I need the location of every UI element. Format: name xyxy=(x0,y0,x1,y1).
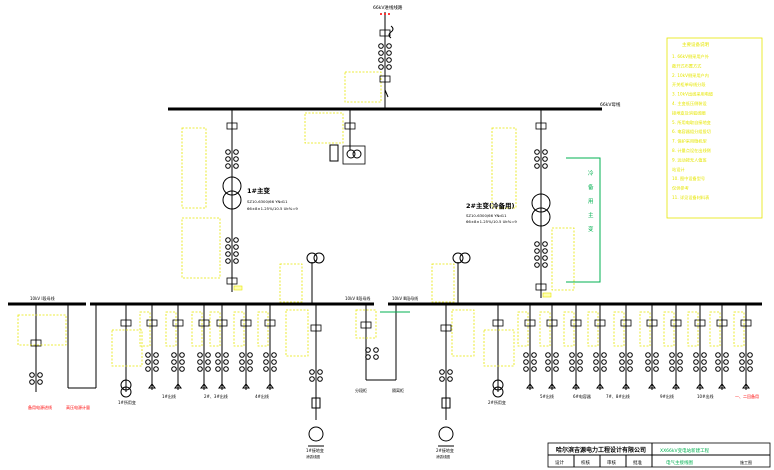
red-label-1: 备用电源进线 xyxy=(28,404,52,410)
feed-b-label: 2#、3#出线 xyxy=(204,393,228,399)
feeder-bay xyxy=(733,304,753,390)
red-label-3: 一、二回备用 xyxy=(735,393,759,399)
title-project: XX66kV变电站新建工程 xyxy=(660,447,710,454)
ct-stack-t2-lv xyxy=(534,241,548,268)
notes-line: 11. 详见设备材料表 xyxy=(672,194,710,201)
t2-model: SZ10-6300/66 YNd11 xyxy=(466,213,507,218)
grounding-1-label: 1#接地变 xyxy=(306,447,324,453)
feeder-bay xyxy=(209,304,229,390)
riser-label: 隔离柜 xyxy=(392,387,404,393)
grounding-bay-1: 1#接地变 消弧线圈 xyxy=(279,252,325,459)
t1-model: SZ10-6300/66 YNd11 xyxy=(247,199,288,204)
left-incoming-bay xyxy=(17,304,97,392)
notes-line: 8. 计量点设在出线侧 xyxy=(672,147,711,154)
standby-note: 冷备用主变 xyxy=(588,169,594,233)
title-drawing-no: 施工图 xyxy=(740,459,752,465)
lv-bus-left-label: 10kV Ⅰ段母线 xyxy=(30,295,55,301)
t1-title: 1#主变 xyxy=(247,186,270,195)
ct-stack-source xyxy=(378,43,392,70)
hv-bus-label: 66kV母线 xyxy=(600,101,621,108)
feed-f-label: 7#、8#出线 xyxy=(606,393,630,399)
bus-coupler-bay: 分段柜 隔离柜 xyxy=(355,304,410,393)
feeder-bay xyxy=(517,304,537,390)
ct-stack-t2 xyxy=(534,149,548,169)
notes-list: 1. 66kV侧采用户外 敞开式布置方式 2. 10kV侧采用户内 开关柜单母线分… xyxy=(672,53,714,201)
feed-g-label: 9#出线 xyxy=(660,393,674,399)
station-service-left: 1#所用变 xyxy=(111,304,143,405)
hv-bus: 66kV母线 xyxy=(168,101,621,111)
title-block: 哈尔滨吉源电力工程设计有限公司 XX66kV变电站新建工程 电气主接线图 设计 … xyxy=(547,442,771,468)
notes-line: 敞开式布置方式 xyxy=(672,62,702,69)
feeder-bay xyxy=(563,304,583,390)
feeder-bay xyxy=(687,304,707,390)
title-drawing: 电气主接线图 xyxy=(666,459,693,466)
notes-line: 6. 电容器组分组投切 xyxy=(672,128,711,135)
feeder-bay xyxy=(613,304,633,390)
feeder-bay xyxy=(257,304,277,390)
feeder-bay xyxy=(639,304,659,390)
feeder-bay xyxy=(587,304,607,390)
title-row2-1: 校核 xyxy=(581,459,590,466)
t2-ratio: 66±8×1.25%/10.5 Uk%=9 xyxy=(466,219,517,224)
title-row2-3: 批准 xyxy=(633,459,642,466)
transformer-2-bay: 2#主变(冷备用) SZ10-6300/66 YNd11 66±8×1.25%/… xyxy=(466,109,575,298)
feed-d-label: 5#出线 xyxy=(540,393,554,399)
lv-buses: 10kV Ⅰ段母线 10kV Ⅱ段母线 10kV Ⅲ段母线 xyxy=(8,295,762,306)
feeder-bay xyxy=(139,304,159,390)
feeder-bay xyxy=(539,304,559,390)
notes-line: 7. 保护采用微机型 xyxy=(672,138,707,145)
source-label: 66kV进线线路 xyxy=(373,4,403,11)
t2-title: 2#主变(冷备用) xyxy=(466,201,514,210)
feeder-bay xyxy=(191,304,211,390)
notes-line: 接地变及消弧线圈 xyxy=(672,109,706,116)
notes-line: 开关柜单母线分段 xyxy=(672,81,706,88)
transformer-1-bay: 1#主变 SZ10-6300/66 YNd11 66±8×1.25%/10.5 … xyxy=(181,109,298,292)
notes-line: 站设计 xyxy=(672,166,685,173)
feeder-bay xyxy=(709,304,729,390)
notes-line: 3. 10kV出线采用电缆 xyxy=(672,91,714,98)
grounding-2-label: 2#接地变 xyxy=(436,447,454,453)
lv-bus-mid-label: 10kV Ⅱ段母线 xyxy=(345,295,370,301)
feeder-bay xyxy=(233,304,253,390)
notes-line: 10. 图中设备型号 xyxy=(672,175,705,182)
left-pt-label: 1#所用变 xyxy=(118,399,136,405)
hv-incoming-feeder: 66kV进线线路 xyxy=(344,4,403,108)
feed-c-label: 4#出线 xyxy=(255,393,269,399)
title-row2-2: 审核 xyxy=(607,459,616,466)
red-label-2: 高压电源计量 xyxy=(66,404,90,410)
station-service-right: 2#所用变 xyxy=(483,304,515,405)
feed-e-label: 6#电容器 xyxy=(573,393,591,399)
grounding-bay-2: 2#接地变 消弧线圈 xyxy=(431,252,475,459)
notes-line: 5. 所用电取自接地变 xyxy=(672,119,711,126)
title-row2-0: 设计 xyxy=(555,459,564,466)
feed-h-label: 10#出线 xyxy=(697,393,713,399)
feeder-bay xyxy=(663,304,683,390)
feeder-bay xyxy=(165,304,185,390)
notes-line: 9. 远动按无人值班 xyxy=(672,156,707,163)
grounding-2-sub: 消弧线圈 xyxy=(436,454,450,459)
lv-bus-right-label: 10kV Ⅲ段母线 xyxy=(392,295,418,301)
coupler-label: 分段柜 xyxy=(355,387,367,393)
notes-line: 4. 主变低压侧装设 xyxy=(672,100,707,107)
lv-feeders xyxy=(139,304,753,390)
notes-line: 2. 10kV侧采用户内 xyxy=(672,72,709,79)
right-pt-label: 2#所用变 xyxy=(488,399,506,405)
notes-heading: 主要设备说明 xyxy=(682,41,709,48)
standby-bracket: 冷备用主变 xyxy=(566,157,601,283)
notes-line: 1. 66kV侧采用户外 xyxy=(672,53,710,60)
t1-ratio: 66±8×1.25%/10.5 Uk%=9 xyxy=(247,206,298,211)
notes-box: 主要设备说明 1. 66kV侧采用户外 敞开式布置方式 2. 10kV侧采用户内 … xyxy=(666,37,763,219)
hv-pt-bay xyxy=(304,109,366,165)
feed-a-label: 1#出线 xyxy=(162,393,176,399)
grounding-1-sub: 消弧线圈 xyxy=(306,454,320,459)
ct-stack-t1-lv xyxy=(225,237,239,264)
ct-stack-t1 xyxy=(225,149,239,169)
notes-line: 仅供参考 xyxy=(672,185,689,192)
title-company: 哈尔滨吉源电力工程设计有限公司 xyxy=(556,446,646,454)
bottom-labels: 备用电源进线 高压电源计量 1#出线 2#、3#出线 4#出线 5#出线 6#电… xyxy=(28,393,759,410)
